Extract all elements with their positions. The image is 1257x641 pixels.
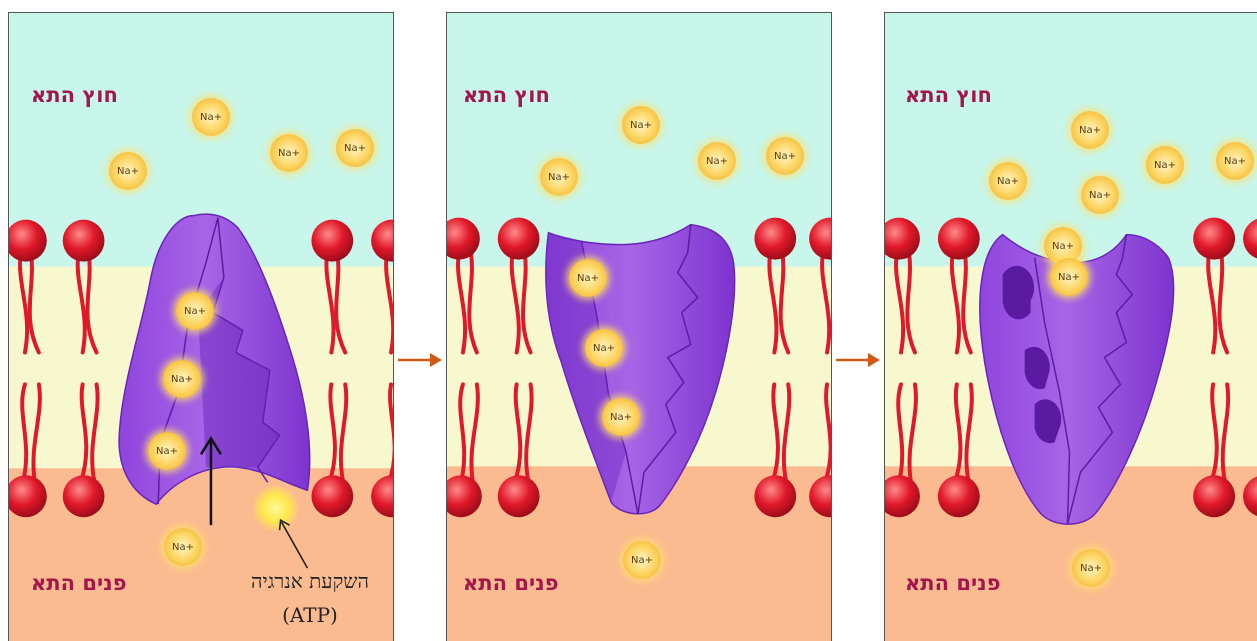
sodium-ion: Na+ <box>622 106 660 144</box>
sodium-ion: Na+ <box>623 541 661 579</box>
step-arrow-1 <box>398 352 442 368</box>
stage-3-panel: חוץ התא פנים התא Na+ Na+ Na+ Na+ Na+ Na+… <box>884 12 1257 641</box>
inside-cell-label: פנים התא <box>31 571 127 595</box>
sodium-ion-bound: Na+ <box>176 292 214 330</box>
sodium-ion: Na+ <box>164 528 202 566</box>
sodium-ion: Na+ <box>1071 111 1109 149</box>
sodium-ion: Na+ <box>698 142 736 180</box>
sodium-ion: Na+ <box>336 129 374 167</box>
sodium-ion-bound: Na+ <box>585 329 623 367</box>
sodium-ion: Na+ <box>1216 142 1254 180</box>
sodium-ion: Na+ <box>1146 146 1184 184</box>
step-arrow-2 <box>836 352 880 368</box>
sodium-ion: Na+ <box>1072 549 1110 587</box>
sodium-ion: Na+ <box>192 98 230 136</box>
atp-molecule <box>252 484 300 532</box>
inside-cell-label: פנים התא <box>463 571 559 595</box>
outside-cell-label: חוץ התא <box>905 83 992 107</box>
outside-cell-label: חוץ התא <box>463 83 550 107</box>
atp-label: (ATP) <box>219 603 394 627</box>
sodium-ion-bound: Na+ <box>163 360 201 398</box>
sodium-ion: Na+ <box>766 137 804 175</box>
sodium-ion: Na+ <box>1050 258 1088 296</box>
energy-investment-label: השקעת אנרגיה <box>219 569 394 594</box>
empty-binding-site <box>1003 266 1034 320</box>
sodium-ion-bound: Na+ <box>148 432 186 470</box>
inside-cell-label: פנים התא <box>905 571 1001 595</box>
outside-cell-label: חוץ התא <box>31 83 118 107</box>
stage-1-panel: חוץ התא פנים התא Na+ Na+ Na+ Na+ Na+ Na+… <box>8 12 394 641</box>
sodium-ion: Na+ <box>270 134 308 172</box>
sodium-ion: Na+ <box>109 152 147 190</box>
stage-3-diagram <box>885 13 1257 641</box>
sodium-ion: Na+ <box>989 162 1027 200</box>
sodium-ion: Na+ <box>1081 176 1119 214</box>
sodium-ion-bound: Na+ <box>569 259 607 297</box>
stage-2-panel: חוץ התא פנים התא Na+ Na+ Na+ Na+ Na+ Na+… <box>446 12 832 641</box>
sodium-ion-bound: Na+ <box>602 398 640 436</box>
sodium-ion: Na+ <box>540 158 578 196</box>
